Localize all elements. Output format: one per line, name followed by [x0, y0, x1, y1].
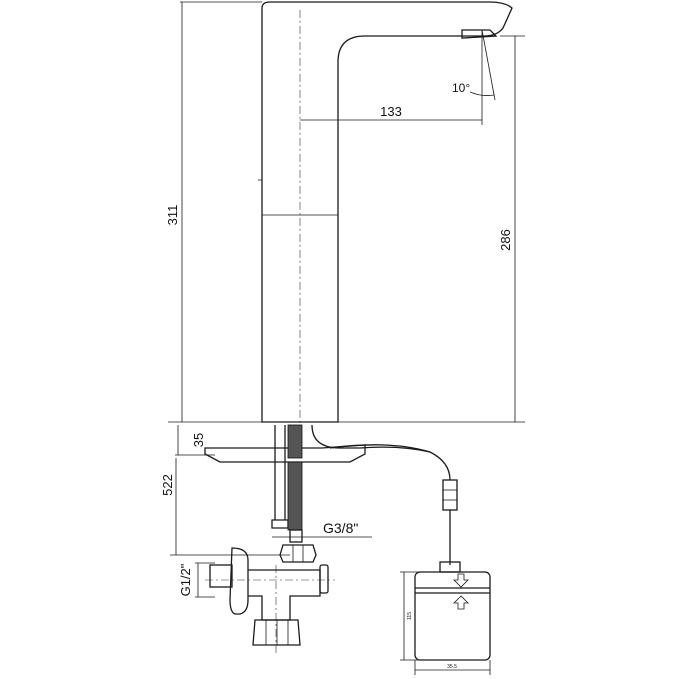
dim-base-thickness: 35 [191, 433, 206, 447]
dim-valve-thread: G1/2" [178, 563, 193, 596]
faucet-body [258, 1, 513, 440]
angle-valve [205, 544, 335, 655]
dim-spout-angle: 10° [452, 81, 470, 95]
control-box [414, 571, 491, 661]
dim-hose-thread: G3/8" [323, 520, 358, 536]
dim-box-height: 115 [407, 612, 413, 620]
mounting-base [204, 424, 431, 543]
dim-box-width: 35.5 [447, 664, 457, 670]
dim-total-height: 311 [165, 205, 180, 226]
dimensions [168, 1, 525, 675]
dim-spout-reach: 133 [380, 104, 402, 119]
sensor-cable [329, 444, 461, 573]
dim-spout-height: 286 [498, 229, 513, 251]
dim-hose-length: 522 [160, 474, 175, 496]
